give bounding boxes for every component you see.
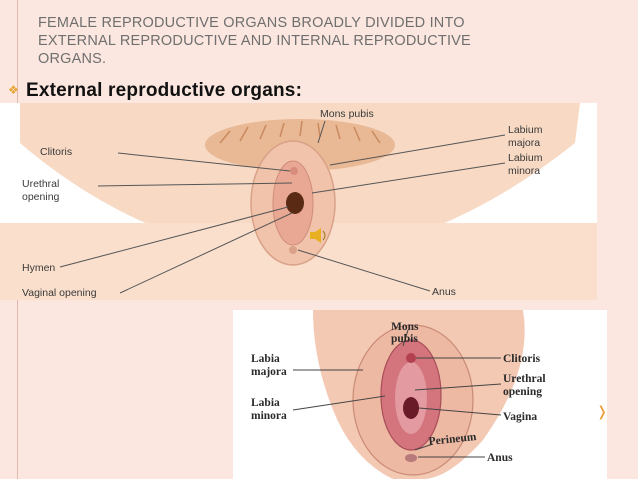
label-perineum: Perineum — [428, 431, 477, 448]
label-clitoris: Clitoris — [503, 353, 541, 365]
leader-labium-minora — [311, 162, 506, 194]
leader-perineum — [414, 443, 434, 451]
label-urethral-line2: opening — [22, 191, 60, 203]
label-urethral-line2: opening — [503, 386, 542, 398]
leader-vagina — [418, 407, 502, 416]
label-labia-majora-line1: Labia — [251, 353, 280, 365]
diamond-bullet-icon: ❖ — [8, 83, 19, 97]
label-mons-line2: pubis — [391, 333, 418, 345]
label-vagina: Vagina — [503, 411, 537, 423]
vaginal-opening-shape — [286, 192, 304, 214]
vagina-shape — [403, 397, 419, 419]
label-mons-pubis: Mons pubis — [320, 108, 374, 120]
slide-heading: FEMALE REPRODUCTIVE ORGANS BROADLY DIVID… — [38, 15, 471, 67]
label-urethral-line1: Urethral — [22, 178, 59, 190]
leader-anus — [297, 249, 431, 292]
clitoris-shape — [290, 167, 298, 175]
label-labium-majora-line1: Labium — [508, 124, 543, 136]
label-labia-minora-line2: minora — [251, 410, 287, 422]
leader-clitoris — [117, 152, 291, 172]
label-labia-majora-line2: majora — [251, 366, 287, 378]
anus-shape — [405, 454, 417, 462]
slide-subheading: External reproductive organs: — [26, 80, 303, 101]
hair-strokes — [219, 120, 381, 144]
label-clitoris: Clitoris — [40, 146, 72, 158]
anus-shape — [289, 246, 297, 254]
clitoris-shape — [406, 353, 416, 363]
leader-mons-pubis — [317, 120, 326, 144]
leader-urethral — [97, 182, 293, 187]
label-anus: Anus — [432, 286, 456, 298]
slide-ornament-icon: ❭ — [596, 403, 608, 419]
label-labium-minora-line2: minora — [508, 165, 540, 177]
label-vaginal-opening: Vaginal opening — [22, 287, 97, 299]
leader-labia-minora — [292, 395, 386, 411]
label-anus: Anus — [487, 452, 513, 464]
label-labia-minora-line1: Labia — [251, 397, 280, 409]
leader-urethral — [414, 383, 502, 391]
closeup-diagram: Mons pubis Labia majora Labia minora Cli… — [233, 310, 607, 479]
label-urethral-line1: Urethral — [503, 373, 546, 385]
label-labium-majora-line2: majora — [508, 137, 540, 149]
leader-mons — [402, 329, 409, 347]
leader-vaginal-opening — [119, 212, 293, 294]
leader-labium-majora — [329, 134, 506, 166]
speaker-icon — [310, 228, 326, 243]
label-mons-line1: Mons — [391, 321, 419, 333]
label-hymen: Hymen — [22, 262, 55, 274]
external-organs-diagram: Mons pubis Clitoris Labium majora Labium… — [0, 103, 597, 300]
label-labium-minora-line1: Labium — [508, 152, 543, 164]
leader-hymen — [59, 206, 289, 268]
